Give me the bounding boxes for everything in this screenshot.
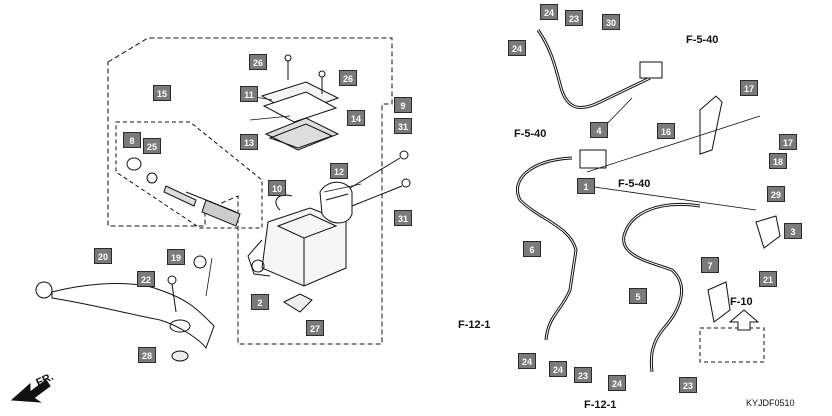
callout-21: 21 bbox=[759, 271, 777, 287]
up-arrow bbox=[728, 309, 760, 331]
callout-8: 8 bbox=[123, 132, 141, 148]
pivot-bolt bbox=[193, 255, 207, 269]
callout-6: 6 bbox=[523, 241, 541, 257]
cap-screw-right bbox=[318, 70, 326, 94]
brake-switch bbox=[282, 293, 313, 313]
brake-lever bbox=[35, 281, 215, 350]
callout-11: 11 bbox=[240, 86, 258, 102]
piston-kit bbox=[126, 157, 241, 227]
callout-3: 3 bbox=[784, 223, 802, 239]
master-cylinder-group-outline bbox=[107, 37, 393, 345]
callout-23: 23 bbox=[679, 377, 697, 393]
callout-15: 15 bbox=[153, 85, 171, 101]
callout-14: 14 bbox=[347, 110, 365, 126]
callout-13: 13 bbox=[240, 134, 258, 150]
callout-2: 2 bbox=[251, 294, 269, 310]
cap-screw-left bbox=[284, 54, 292, 80]
brake-hose-upper bbox=[536, 29, 651, 110]
callout-31: 31 bbox=[394, 118, 412, 134]
callout-24: 24 bbox=[518, 353, 536, 369]
holder-bolt-upper bbox=[349, 150, 409, 189]
hose-guide-3 bbox=[755, 215, 781, 249]
ref-f540-mid: F-5-40 bbox=[618, 178, 651, 190]
callout-22: 22 bbox=[137, 271, 155, 287]
callout-20: 20 bbox=[94, 248, 112, 264]
hose-clamp-16 bbox=[699, 95, 723, 155]
callout-17: 17 bbox=[740, 80, 758, 96]
piston-kit-group-outline bbox=[115, 121, 263, 229]
callout-24: 24 bbox=[608, 375, 626, 391]
callout-16: 16 bbox=[657, 123, 675, 139]
callout-31: 31 bbox=[394, 210, 412, 226]
callout-9: 9 bbox=[394, 97, 412, 113]
callout-24: 24 bbox=[508, 40, 526, 56]
callout-18: 18 bbox=[769, 153, 787, 169]
ref-f121-bottom: F-12-1 bbox=[584, 399, 617, 411]
front-direction-arrow bbox=[10, 379, 51, 403]
handlebar-holder bbox=[319, 181, 353, 224]
callout-24: 24 bbox=[549, 361, 567, 377]
ref-f10: F-10 bbox=[730, 296, 753, 308]
callout-17: 17 bbox=[779, 134, 797, 150]
callout-25: 25 bbox=[143, 138, 161, 154]
callout-30: 30 bbox=[602, 14, 620, 30]
holder-bolt-lower bbox=[351, 178, 411, 207]
f10-dashed-outline bbox=[699, 327, 765, 363]
callout-29: 29 bbox=[767, 186, 785, 202]
callout-26: 26 bbox=[249, 54, 267, 70]
ref-f540-left: F-5-40 bbox=[514, 128, 547, 140]
callout-4: 4 bbox=[590, 122, 608, 138]
callout-7: 7 bbox=[701, 257, 719, 273]
lever-pivot-bolt bbox=[167, 275, 177, 313]
callout-27: 27 bbox=[306, 320, 324, 336]
drawing-code: KYJDF0510 bbox=[746, 398, 795, 408]
callout-23: 23 bbox=[565, 10, 583, 26]
callout-23: 23 bbox=[574, 367, 592, 383]
callout-5: 5 bbox=[629, 288, 647, 304]
ref-f121-left: F-12-1 bbox=[458, 319, 491, 331]
lever-pivot-nut bbox=[171, 350, 189, 362]
joint-bracket-7 bbox=[707, 281, 731, 323]
ref-f540-top: F-5-40 bbox=[686, 34, 719, 46]
callout-12: 12 bbox=[330, 163, 348, 179]
callout-26: 26 bbox=[339, 70, 357, 86]
callout-28: 28 bbox=[138, 347, 156, 363]
callout-24: 24 bbox=[540, 4, 558, 20]
callout-19: 19 bbox=[167, 249, 185, 265]
callout-1: 1 bbox=[577, 178, 595, 194]
callout-10: 10 bbox=[268, 180, 286, 196]
master-cylinder-body bbox=[247, 194, 347, 287]
